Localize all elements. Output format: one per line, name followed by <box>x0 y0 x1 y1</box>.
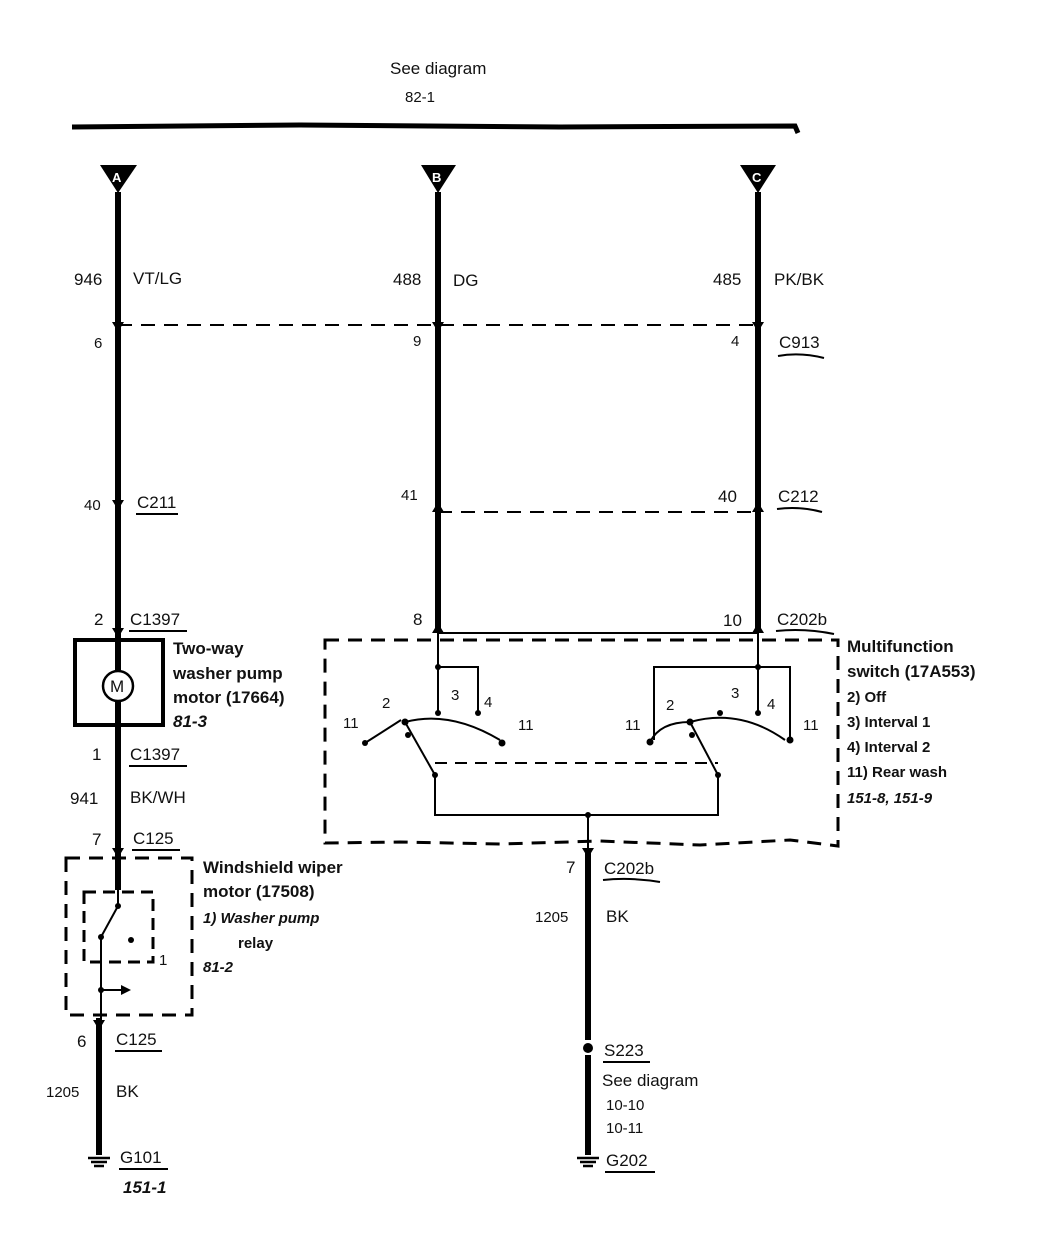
mf-left-pin-3: 3 <box>451 687 459 704</box>
c913-underline <box>777 353 825 359</box>
wire-946-circuit: 946 <box>74 270 102 289</box>
header-see-diagram: See diagram <box>390 59 486 78</box>
washer-relay-terminal <box>128 937 134 943</box>
c202b-top-pin-8: 8 <box>413 610 422 629</box>
ground-left-ref: 151-1 <box>123 1178 166 1197</box>
c125-bot-pin: 6 <box>77 1032 86 1051</box>
ground-right-icon <box>577 1156 599 1168</box>
mf-switch-pos2: 2) Off <box>847 689 887 706</box>
ground-right-circuit: 1205 <box>535 909 568 926</box>
mf-left-pin-2: 2 <box>382 695 390 712</box>
c1397-top-pin: 2 <box>94 610 103 629</box>
ground-right-color: BK <box>606 907 629 926</box>
mf-switch-pos4: 4) Interval 2 <box>847 739 930 756</box>
svg-text:B: B <box>432 170 441 185</box>
ground-left-name: G101 <box>120 1148 162 1167</box>
c212-pin-41: 41 <box>401 487 418 504</box>
c125-top-label: C125 <box>133 829 174 848</box>
wire-485-color: PK/BK <box>774 270 825 289</box>
washer-relay-pin: 1 <box>159 952 167 969</box>
wiper-motor-box <box>64 856 194 1017</box>
tag-b: B <box>421 165 456 193</box>
wire-488-color: DG <box>453 271 479 290</box>
ground-left-icon <box>88 1156 110 1168</box>
wiper-motor-line2: motor (17508) <box>203 882 314 901</box>
mf-right-pin-11a: 11 <box>625 717 641 734</box>
c913-pin-4: 4 <box>731 333 739 350</box>
washer-relay-contact <box>100 890 128 1018</box>
header-bus-line <box>71 122 801 134</box>
tag-c: C <box>740 165 776 193</box>
c212-underline <box>776 507 823 513</box>
washer-relay-pivot <box>115 903 121 909</box>
c202b-top-pin-10: 10 <box>723 611 742 630</box>
c202b-bot-pin: 7 <box>566 858 575 877</box>
washer-relay-arrow <box>121 985 131 995</box>
splice-s223-label: S223 <box>604 1041 644 1060</box>
mf-switch-ref: 151-8, 151-9 <box>847 790 933 807</box>
washer-relay-line1: 1) Washer pump <box>203 910 319 927</box>
c202b-top-label: C202b <box>777 610 827 629</box>
mf-switch-line2: switch (17A553) <box>847 662 976 681</box>
svg-text:C: C <box>752 170 762 185</box>
c212-label: C212 <box>778 487 819 506</box>
ground-right-ref2: 10-11 <box>606 1120 643 1137</box>
c125-top-pin: 7 <box>92 830 101 849</box>
mf-right-pin-11b: 11 <box>803 717 819 734</box>
c211-pin: 40 <box>84 497 101 514</box>
mf-switch-pos11: 11) Rear wash <box>847 764 947 781</box>
splice-s223-dot <box>583 1043 593 1053</box>
wire-946-color: VT/LG <box>133 269 182 288</box>
pump-motor-m: M <box>110 677 124 696</box>
c1397-bot-label: C1397 <box>130 745 180 764</box>
pump-motor-line2: washer pump <box>172 664 283 683</box>
c211-label: C211 <box>137 493 176 512</box>
c202b-bot-underline <box>602 877 661 883</box>
c913-pin-9: 9 <box>413 333 421 350</box>
c202b-top-underline <box>775 629 835 635</box>
mf-right-pin-2: 2 <box>666 697 674 714</box>
c212-pin-40: 40 <box>718 487 737 506</box>
wiper-motor-line1: Windshield wiper <box>203 858 343 877</box>
c913-label: C913 <box>779 333 820 352</box>
pump-motor-ref: 81-3 <box>173 712 208 731</box>
washer-relay-dot <box>98 934 104 940</box>
mf-left-pin-11a: 11 <box>343 715 359 732</box>
mf-left-pin-4: 4 <box>484 694 492 711</box>
c1397-top-label: C1397 <box>130 610 180 629</box>
c1397-bot-pin: 1 <box>92 745 101 764</box>
washer-relay-line2: relay <box>238 935 274 952</box>
mf-right-pin-3: 3 <box>731 685 739 702</box>
mf-left-pin-11b: 11 <box>518 717 534 734</box>
wiper-motor-ref: 81-2 <box>203 959 234 976</box>
mf-switch-box <box>323 638 840 848</box>
wire-941-color: BK/WH <box>130 788 186 807</box>
mf-switch-pos3: 3) Interval 1 <box>847 714 930 731</box>
svg-text:A: A <box>112 170 122 185</box>
c913-pin-6: 6 <box>94 335 102 352</box>
ground-right-ref1: 10-10 <box>606 1097 644 1114</box>
mf-right-pin-4: 4 <box>767 696 775 713</box>
wire-941-circuit: 941 <box>70 789 98 808</box>
pump-motor-line1: Two-way <box>173 639 244 658</box>
ground-right-name: G202 <box>606 1151 648 1170</box>
tag-a: A <box>100 165 137 193</box>
wire-485-circuit: 485 <box>713 270 741 289</box>
c202b-bot-label: C202b <box>604 859 654 878</box>
mf-switch-line1: Multifunction <box>847 637 954 656</box>
washer-relay-ground-dot <box>98 987 104 993</box>
c125-bot-label: C125 <box>116 1030 157 1049</box>
ground-left-circuit: 1205 <box>46 1084 79 1101</box>
header-ref: 82-1 <box>405 89 435 106</box>
ground-left-color: BK <box>116 1082 139 1101</box>
pump-motor-line3: motor (17664) <box>173 688 284 707</box>
wire-488-circuit: 488 <box>393 270 421 289</box>
ground-right-see: See diagram <box>602 1071 698 1090</box>
washer-relay-box <box>82 890 155 964</box>
mf-switch-internals <box>362 633 794 848</box>
pump-motor-symbol <box>101 669 135 703</box>
